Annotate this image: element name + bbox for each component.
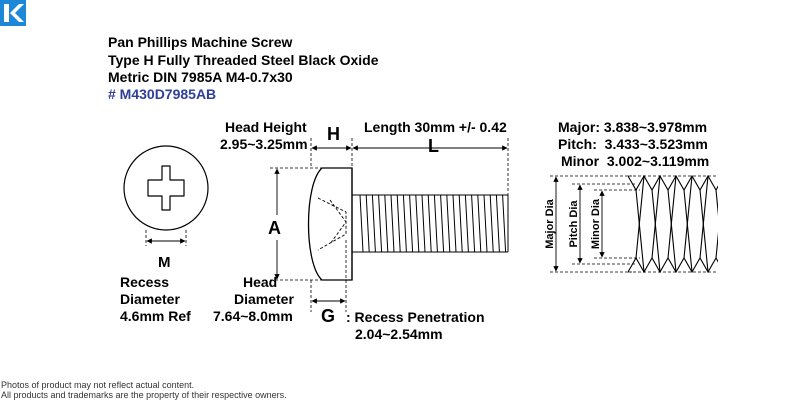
thread-line: [446, 194, 451, 253]
thread-flank: [683, 189, 693, 273]
thread-line: [402, 194, 407, 253]
thread-line: [415, 194, 420, 253]
thread-line: [365, 194, 370, 253]
head-height-label: Head Height: [225, 119, 307, 135]
head-diameter-label-2: Diameter: [234, 291, 294, 307]
thread-line: [359, 194, 364, 253]
thread-line: [396, 194, 401, 253]
screw-side-view: [307, 167, 509, 281]
head-diameter-letter: A: [268, 218, 281, 238]
length-letter: L: [428, 136, 439, 156]
thread-flank: [651, 175, 661, 259]
head-top-view: [123, 145, 209, 246]
brand-logo: [0, 0, 26, 26]
thread-line: [458, 194, 463, 253]
footer-disclaimer-2: All products and trademarks are the prop…: [1, 390, 287, 400]
thread-line: [495, 194, 500, 253]
head-diameter-value: 7.64~8.0mm: [213, 308, 293, 324]
title-line-3: Metric DIN 7985A M4-0.7x30: [108, 69, 293, 85]
thread-flank: [699, 189, 709, 273]
thread-line: [433, 194, 438, 253]
recess-label-2: Diameter: [120, 291, 180, 307]
thread-flank: [667, 189, 677, 273]
thread-line: [502, 194, 507, 253]
thread-flank: [635, 189, 645, 273]
thread-flank: [683, 175, 693, 259]
recess-label-1: Recess: [120, 274, 170, 290]
thread-line: [452, 194, 457, 253]
head-height-letter: H: [327, 124, 340, 144]
thread-line: [427, 194, 432, 253]
recess-penetration-value: 2.04~2.54mm: [355, 326, 443, 342]
phillips-recess-icon: [147, 165, 185, 211]
head-height-value: 2.95~3.25mm: [220, 136, 308, 152]
length-dimension: [352, 138, 509, 195]
thread-line: [378, 194, 383, 253]
thread-line: [384, 194, 389, 253]
recess-penetration-letter: G: [321, 306, 336, 326]
thread-pitch-spec: Pitch: 3.433~3.523mm: [558, 136, 708, 152]
thread-line: [421, 194, 426, 253]
thread-line: [464, 194, 469, 253]
thread-flank: [699, 175, 709, 259]
thread-major-spec: Major: 3.838~3.978mm: [558, 119, 708, 135]
major-dia-label: Major Dia: [544, 198, 556, 248]
head-height-dimension: [310, 138, 353, 168]
footer-disclaimer-1: Photos of product may not reflect actual…: [1, 380, 195, 390]
recess-penetration-dimension: [310, 240, 347, 312]
thread-line: [409, 194, 414, 253]
sku-number[interactable]: # M430D7985AB: [108, 86, 217, 102]
thread-line: [483, 194, 488, 253]
minor-dia-label: Minor Dia: [590, 198, 602, 249]
thread-flank: [715, 189, 718, 217]
title-line-2: Type H Fully Threaded Steel Black Oxide: [108, 52, 379, 68]
pitch-dia-label: Pitch Dia: [568, 200, 580, 248]
thread-flank: [635, 175, 645, 259]
thread-profile: [628, 256, 718, 274]
recess-letter-m: M: [158, 254, 171, 271]
thread-line: [390, 194, 395, 253]
length-label: Length 30mm +/- 0.42: [364, 119, 507, 135]
thread-line: [477, 194, 482, 253]
recess-penetration-label: : Recess Penetration: [346, 309, 485, 325]
thread-line: [489, 194, 494, 253]
thread-line: [440, 194, 445, 253]
thread-flank: [651, 189, 661, 273]
thread-line: [371, 194, 376, 253]
thread-detail: Major Dia Pitch Dia Minor Dia: [544, 174, 718, 274]
recess-value: 4.6mm Ref: [120, 308, 191, 324]
title-line-1: Pan Phillips Machine Screw: [108, 34, 293, 50]
k-logo-icon: [0, 0, 26, 26]
thread-flank: [667, 175, 677, 259]
thread-line: [471, 194, 476, 253]
thread-flank: [715, 231, 718, 259]
thread-minor-spec: Minor 3.002~3.119mm: [561, 153, 710, 169]
thread-profile: [628, 174, 718, 192]
head-diameter-dimension: [270, 167, 322, 281]
head-diameter-label-1: Head: [243, 274, 278, 290]
